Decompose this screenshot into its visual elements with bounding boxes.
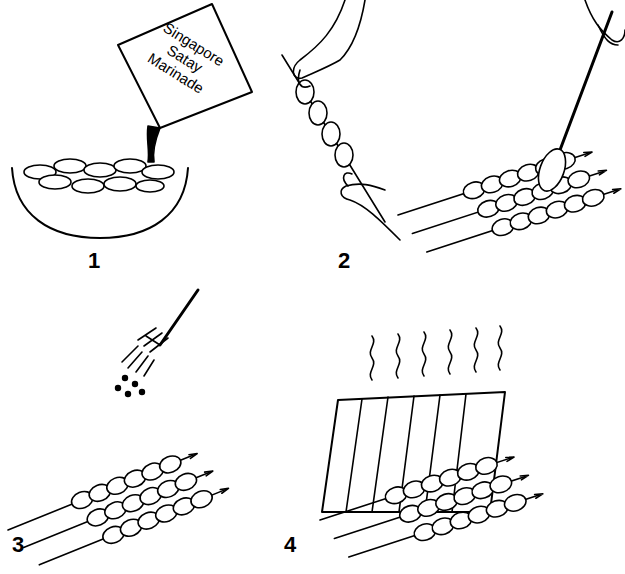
step-number: 2: [338, 248, 350, 274]
spoon-panel: [396, 0, 625, 264]
step-number: 1: [88, 248, 100, 274]
grill-panel: [318, 326, 546, 569]
skewer-panel: [282, 0, 400, 240]
step-number: 4: [284, 532, 296, 558]
bowl-panel: [12, 4, 252, 238]
drizzle-panel: [5, 290, 231, 574]
step-number: 3: [12, 532, 24, 558]
